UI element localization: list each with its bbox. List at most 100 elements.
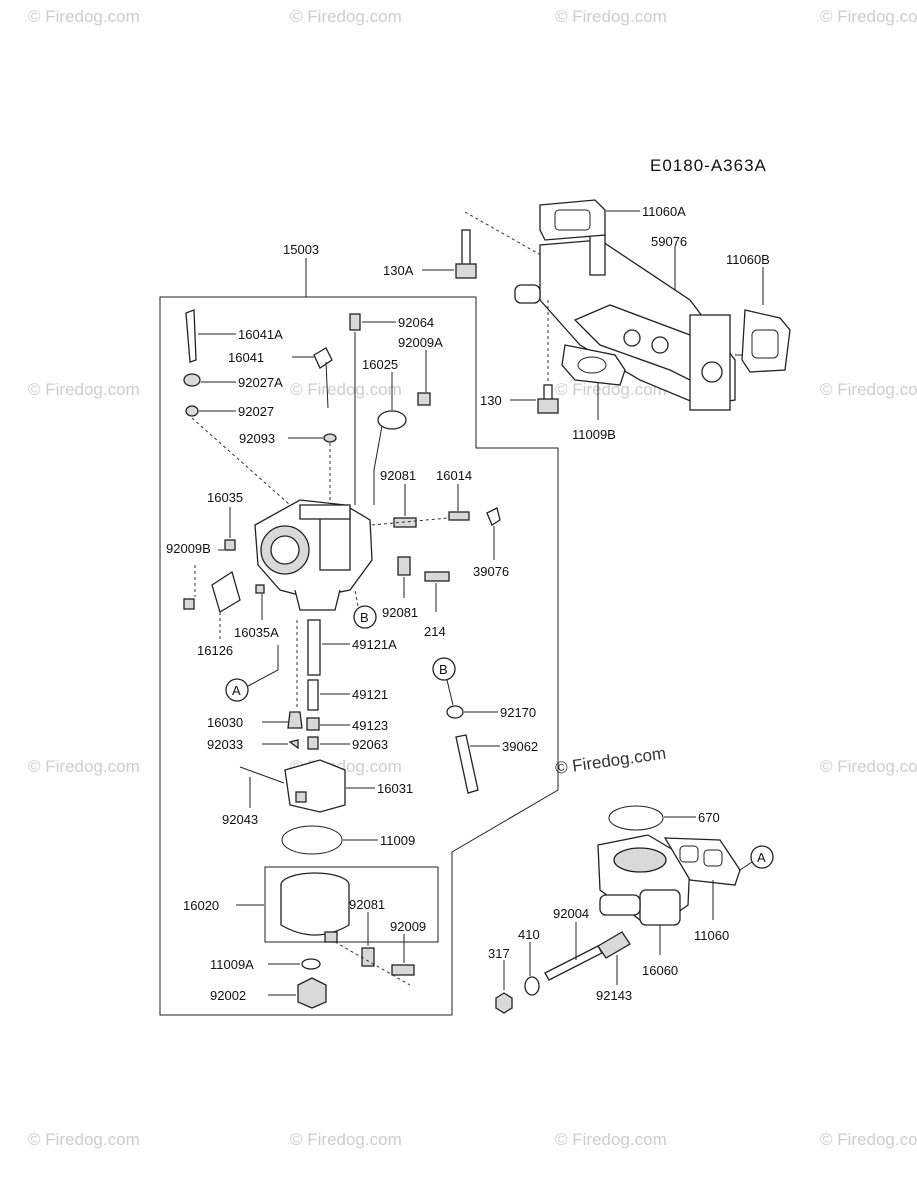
gasket-16126 [183, 570, 241, 613]
nut-92002 [297, 977, 327, 1009]
marker-a-right: A [757, 850, 766, 865]
jet-49123 [306, 717, 320, 731]
callout-16014: 16014 [436, 468, 472, 483]
callout-16030: 16030 [207, 715, 243, 730]
screw-16014 [448, 511, 470, 521]
nut-317 [495, 992, 513, 1014]
screw-92009A [417, 392, 431, 406]
watermark: © Firedog.com [28, 757, 140, 776]
callout-16060: 16060 [642, 963, 678, 978]
spring-92081-upper [393, 517, 417, 528]
screw-214 [424, 571, 450, 582]
bolt-130 [537, 384, 559, 414]
callout-16035A: 16035A [234, 625, 279, 640]
watermark: © Firedog.com [28, 1130, 140, 1149]
throttle-lever-16041A [185, 309, 197, 363]
callout-15003: 15003 [283, 242, 319, 257]
tube-39062 [455, 734, 479, 794]
emulsion-tube-49121A [307, 619, 321, 676]
callout-92143: 92143 [596, 988, 632, 1003]
callout-92002: 92002 [210, 988, 246, 1003]
callout-39076: 39076 [473, 564, 509, 579]
marker-a-circle [225, 678, 249, 702]
callout-92033: 92033 [207, 737, 243, 752]
watermark: © Firedog.com [290, 1130, 402, 1149]
callout-11060: 11060 [694, 928, 729, 943]
watermark: © Firedog.com [290, 7, 402, 26]
callout-410: 410 [518, 927, 540, 942]
callout-130A: 130A [383, 263, 414, 278]
callout-11060A: 11060A [642, 204, 686, 219]
washer-11009A [301, 958, 321, 970]
callout-92081-bowl: 92081 [349, 897, 385, 912]
washer-92093 [323, 433, 337, 443]
screw-92064 [349, 313, 361, 331]
watermark: © Firedog.com [820, 757, 917, 776]
callout-49121: 49121 [352, 687, 388, 702]
oring-11009 [281, 825, 343, 855]
callout-92064: 92064 [398, 315, 434, 330]
needle-16030 [287, 711, 303, 729]
callout-49121A: 49121A [352, 637, 397, 652]
callout-39062: 39062 [502, 739, 538, 754]
spring-16035 [224, 539, 236, 551]
callout-92009: 92009 [390, 919, 426, 934]
watermark: © Firedog.com [28, 380, 140, 399]
collar-92143 [597, 931, 631, 959]
callout-16031: 16031 [377, 781, 413, 796]
callout-130: 130 [480, 393, 502, 408]
plug-92027A [183, 373, 201, 387]
adapter-16060 [597, 834, 691, 926]
callout-11060B: 11060B [726, 252, 770, 267]
jet-49121 [307, 679, 319, 711]
marker-b-circle [432, 657, 456, 681]
callout-670: 670 [698, 810, 720, 825]
marker-b-right: B [439, 662, 448, 677]
pin-92043 [239, 766, 285, 784]
callout-16041: 16041 [228, 350, 264, 365]
marker-a: A [232, 683, 241, 698]
stud-92004 [544, 945, 603, 981]
screw-16035A [255, 584, 265, 594]
jet-92063 [307, 736, 319, 750]
intake-manifold-59076 [514, 234, 736, 411]
gasket-11060 [663, 837, 741, 886]
oring-670 [608, 805, 664, 831]
watermark: © Firedog.com [555, 7, 667, 26]
gasket-11060A [539, 199, 606, 241]
watermark: © Firedog.com [28, 7, 140, 26]
callout-16020: 16020 [183, 898, 219, 913]
carburetor-assembly-frame [159, 296, 559, 1016]
clip-92033 [288, 739, 299, 750]
callout-16126: 16126 [197, 643, 233, 658]
callout-92093: 92093 [239, 431, 275, 446]
callout-92081-lower: 92081 [382, 605, 418, 620]
callout-214: 214 [424, 624, 446, 639]
carburetor-body [254, 499, 373, 611]
choke-plate-16025 [377, 410, 407, 430]
plug-92027 [185, 405, 199, 417]
watermark: © Firedog.com [555, 380, 667, 399]
marker-b: B [360, 610, 369, 625]
watermark: © Firedog.com [555, 1130, 667, 1149]
gasket-11009B [561, 344, 626, 386]
watermark: © Firedog.com [820, 380, 917, 399]
watermark-layer: © Firedog.com © Firedog.com © Firedog.co… [28, 7, 917, 1149]
callout-92063: 92063 [352, 737, 388, 752]
float-bowl-16020 [264, 866, 439, 943]
float-16031 [284, 759, 346, 813]
callout-92004: 92004 [553, 906, 589, 921]
callout-16041A: 16041A [238, 327, 283, 342]
gasket-11060B [741, 309, 791, 373]
center-watermark: © Firedog.com [554, 744, 667, 778]
bolt-130A [455, 229, 477, 279]
callout-92081-upper: 92081 [380, 468, 416, 483]
screw-92009 [391, 964, 415, 976]
watermark: © Firedog.com [820, 7, 917, 26]
callout-92027: 92027 [238, 404, 274, 419]
callout-92043: 92043 [222, 812, 258, 827]
callout-92009A: 92009A [398, 335, 443, 350]
callout-11009A: 11009A [210, 957, 254, 972]
callout-92170: 92170 [500, 705, 536, 720]
